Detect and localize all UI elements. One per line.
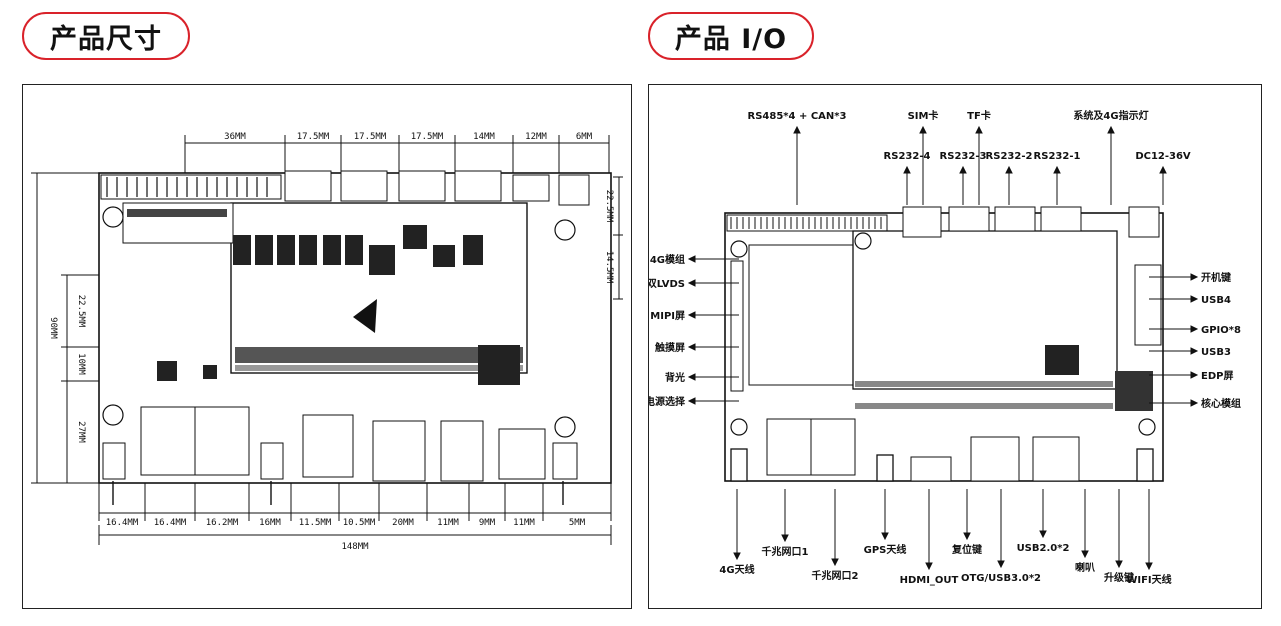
bottom-dim-11: 5MM bbox=[569, 518, 586, 528]
io-bottom-label-4: GPS天线 bbox=[864, 543, 907, 556]
io-top-label-9: DC12-36V bbox=[1135, 151, 1191, 162]
io-right-label-5: EDP屏 bbox=[1201, 370, 1233, 382]
bottom-dim-8: 11MM bbox=[437, 518, 459, 528]
top-dim-5: 14MM bbox=[473, 132, 495, 142]
io-top-label-6: RS232-2 bbox=[986, 151, 1033, 162]
io-top-label-5: RS232-3 bbox=[940, 151, 987, 162]
io-top-label-8: 系统及4G指示灯 bbox=[1073, 109, 1148, 122]
bottom-dim-4: 16MM bbox=[259, 518, 281, 528]
io-left-label-6: 屏电源选择 bbox=[649, 395, 686, 408]
io-right-label-3: GPIO*8 bbox=[1201, 325, 1241, 336]
bottom-connectors bbox=[102, 406, 578, 482]
bottom-dim-6: 10.5MM bbox=[343, 518, 376, 528]
io-top-label-1: RS485*4 + CAN*3 bbox=[748, 111, 847, 122]
io-bottom-label-10: 升级键 bbox=[1104, 571, 1135, 584]
io-right-label-1: 开机键 bbox=[1201, 271, 1232, 284]
top-dim-1: 36MM bbox=[224, 132, 246, 142]
top-dim-4: 17.5MM bbox=[411, 132, 444, 142]
top-dim-2: 17.5MM bbox=[297, 132, 330, 142]
io-top-label-2: SIM卡 bbox=[908, 109, 939, 122]
top-pin-header bbox=[100, 174, 282, 200]
io-left-label-2: 双LVDS bbox=[649, 278, 685, 290]
io-title: 产品 I/O bbox=[648, 12, 814, 60]
total-width-label: 148MM bbox=[341, 542, 369, 552]
bottom-dim-9: 9MM bbox=[479, 518, 496, 528]
io-top-label-3: TF卡 bbox=[967, 109, 991, 122]
top-dim-6: 12MM bbox=[525, 132, 547, 142]
db9-connectors bbox=[284, 170, 590, 206]
io-left-label-1: 4G模组 bbox=[650, 253, 685, 266]
io-right-label-2: USB4 bbox=[1201, 295, 1231, 306]
io-bottom-label-9: 喇叭 bbox=[1075, 561, 1095, 574]
dimension-drawing-panel: 36MM 17.5MM 17.5MM 17.5MM 14MM 12MM 6MM 16.4MM… bbox=[22, 84, 632, 609]
io-bottom-label-5: HDMI_OUT bbox=[900, 575, 959, 586]
component-cluster bbox=[157, 225, 520, 385]
right-seg-1: 22.5MM bbox=[604, 190, 614, 223]
left-overall-label: 90MM bbox=[48, 317, 58, 339]
io-left-label-4: 触摸屏 bbox=[654, 341, 685, 354]
module-connector bbox=[235, 347, 523, 363]
io-bottom-label-1: 4G天线 bbox=[719, 563, 754, 576]
left-seg-1: 22.5MM bbox=[76, 295, 86, 328]
io-bottom-label-7: OTG/USB3.0*2 bbox=[961, 573, 1041, 584]
bottom-dim-2: 16.4MM bbox=[154, 518, 187, 528]
size-title: 产品尺寸 bbox=[22, 12, 190, 60]
left-seg-2: 10MM bbox=[76, 353, 86, 375]
io-bottom-label-3: 千兆网口2 bbox=[812, 569, 859, 582]
io-left-label-3: MIPI屏 bbox=[650, 310, 685, 322]
io-bottom-label-2: 千兆网口1 bbox=[762, 545, 809, 558]
bottom-dim-10: 11MM bbox=[513, 518, 535, 528]
mounting-holes bbox=[102, 206, 576, 438]
io-top-label-4: RS232-4 bbox=[884, 151, 931, 162]
io-bottom-label-11: WIFI天线 bbox=[1126, 573, 1171, 586]
dimension-drawing: 36MM 17.5MM 17.5MM 17.5MM 14MM 12MM 6MM 16.4MM… bbox=[31, 132, 623, 552]
core-module bbox=[230, 202, 528, 374]
io-right-label-4: USB3 bbox=[1201, 347, 1231, 358]
logo-mark bbox=[353, 299, 377, 333]
bottom-dim-5: 11.5MM bbox=[299, 518, 332, 528]
io-left-label-5: 背光 bbox=[665, 371, 685, 384]
bottom-dim-7: 20MM bbox=[392, 518, 414, 528]
io-top-label-7: RS232-1 bbox=[1034, 151, 1081, 162]
top-dim-3: 17.5MM bbox=[354, 132, 387, 142]
io-bottom-label-8: USB2.0*2 bbox=[1017, 543, 1070, 554]
io-bottom-label-6: 复位键 bbox=[951, 543, 983, 556]
io-right-label-6: 核心模组 bbox=[1201, 397, 1241, 410]
left-seg-3: 27MM bbox=[76, 421, 86, 443]
right-seg-2: 14.5MM bbox=[604, 251, 614, 284]
bottom-dim-3: 16.2MM bbox=[206, 518, 239, 528]
top-dim-7: 6MM bbox=[576, 132, 593, 142]
bottom-dim-1: 16.4MM bbox=[106, 518, 139, 528]
